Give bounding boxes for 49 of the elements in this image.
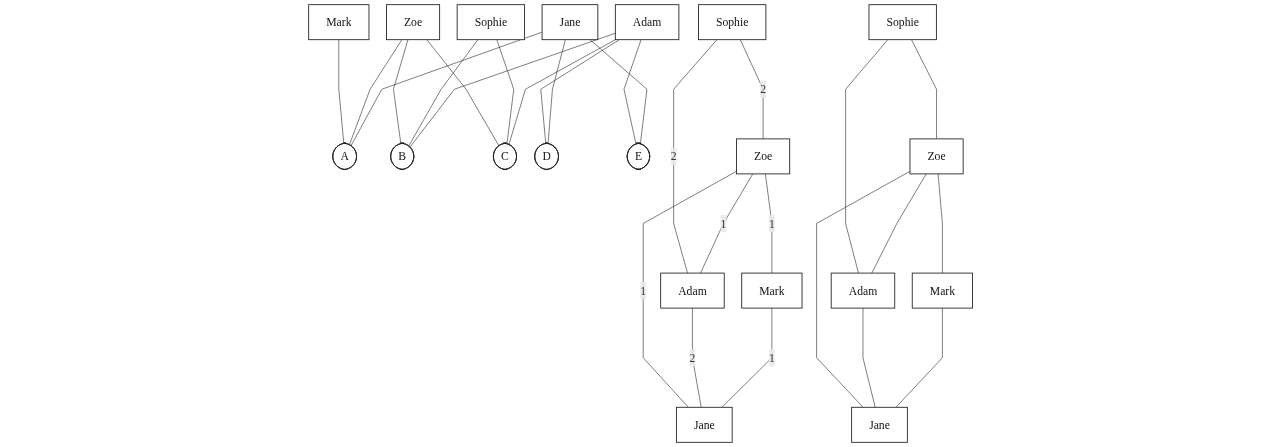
connector (547, 39, 566, 144)
connector (845, 39, 888, 274)
edge-label: 1 (768, 351, 775, 365)
connector (349, 39, 403, 146)
connector (426, 39, 500, 147)
node-box: Sophie (868, 4, 937, 41)
edge-label: 1 (720, 217, 727, 230)
connector (642, 170, 737, 408)
connector (895, 307, 943, 408)
node-box: Adam (614, 4, 680, 41)
connector (508, 39, 616, 145)
node-box: Mark (911, 272, 973, 309)
node-box: Sophie (456, 4, 525, 41)
connector (338, 39, 344, 144)
node-box: Jane (851, 406, 908, 443)
connector (862, 307, 876, 408)
edge-label: 2 (760, 82, 766, 96)
node-box: Adam (660, 272, 725, 309)
connector (350, 31, 543, 147)
connector (739, 39, 764, 140)
edge-label: 1 (768, 217, 775, 230)
connector (937, 173, 943, 274)
node-box: Sophie (697, 4, 767, 41)
edge-label: 1 (640, 284, 646, 298)
connector (540, 39, 620, 144)
node-box: Zoe (385, 4, 440, 41)
node-box: Mark (308, 4, 370, 41)
node-box: Zoe (736, 138, 791, 175)
edge-label: 2 (670, 149, 677, 163)
node-box: Zoe (909, 138, 964, 175)
connector (409, 32, 616, 148)
node-box: Adam (830, 272, 896, 309)
connector (721, 307, 773, 408)
node-box: Jane (675, 406, 733, 443)
connector (871, 173, 927, 274)
connector (700, 173, 753, 274)
connector (692, 307, 702, 408)
node-box: Jane (541, 4, 599, 41)
connector (393, 39, 409, 145)
connector (765, 173, 773, 274)
connector (408, 39, 479, 147)
edge-label: 2 (689, 351, 696, 365)
connector (816, 170, 911, 408)
node-box: Mark (741, 272, 803, 309)
connector (911, 39, 937, 140)
connector (623, 39, 642, 145)
connector (589, 39, 648, 144)
connector (496, 39, 514, 145)
connector (673, 39, 718, 274)
